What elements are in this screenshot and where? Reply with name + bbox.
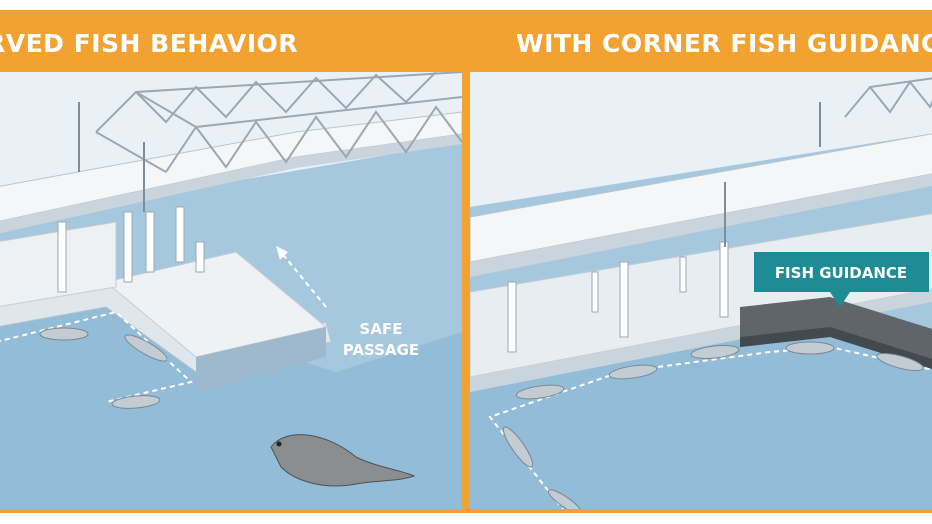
roadway-deck <box>470 133 932 263</box>
fish-icon <box>547 489 583 509</box>
fish-icon <box>39 327 89 341</box>
panel-title: RVED FISH BEHAVIOR <box>0 28 299 58</box>
piles <box>507 241 729 353</box>
fish-guidance-callout: FISH GUIDANCE <box>754 252 929 307</box>
safe-passage-path <box>280 251 327 308</box>
seal-icon <box>270 434 416 487</box>
truss-bridge <box>844 77 932 118</box>
panel-title: WITH CORNER FISH GUIDANCE <box>516 28 932 58</box>
panel-corner-guidance: WITH CORNER FISH GUIDANCE <box>466 10 932 513</box>
fish-icon <box>785 341 835 355</box>
piles <box>57 206 205 293</box>
fish-icon <box>502 426 534 468</box>
roadway-side <box>470 173 932 277</box>
panel-title-banner: WITH CORNER FISH GUIDANCE <box>470 14 932 72</box>
left-scene-illustration: SAFE PASSAGE <box>0 72 462 509</box>
fish-group <box>502 341 924 509</box>
fish-icon <box>876 353 924 371</box>
panel-title-banner: RVED FISH BEHAVIOR <box>0 14 462 72</box>
safe-label: SAFE <box>360 320 403 338</box>
fish-icon <box>515 384 565 400</box>
callout-box <box>754 252 929 292</box>
fish-icon <box>690 345 740 359</box>
roadway-side <box>0 134 462 234</box>
pier-side <box>196 327 326 392</box>
guidance-structure-side <box>740 327 932 369</box>
water-deep <box>470 327 932 509</box>
light-poles <box>78 102 145 212</box>
truss-bridge <box>95 72 462 173</box>
callout-pointer <box>830 292 850 307</box>
callout-label: FISH GUIDANCE <box>775 264 907 282</box>
fish-icon <box>608 364 658 380</box>
fish-path <box>488 345 932 509</box>
arrow-head-icon <box>276 246 288 260</box>
right-scene-illustration: FISH GUIDANCE <box>470 72 932 509</box>
panel-observed-behavior: RVED FISH BEHAVIOR <box>0 10 466 513</box>
fish-group <box>39 327 168 409</box>
fish-icon <box>124 334 168 362</box>
roadway-deck <box>0 111 462 222</box>
passage-label: PASSAGE <box>343 341 419 359</box>
fish-icon <box>111 395 161 409</box>
